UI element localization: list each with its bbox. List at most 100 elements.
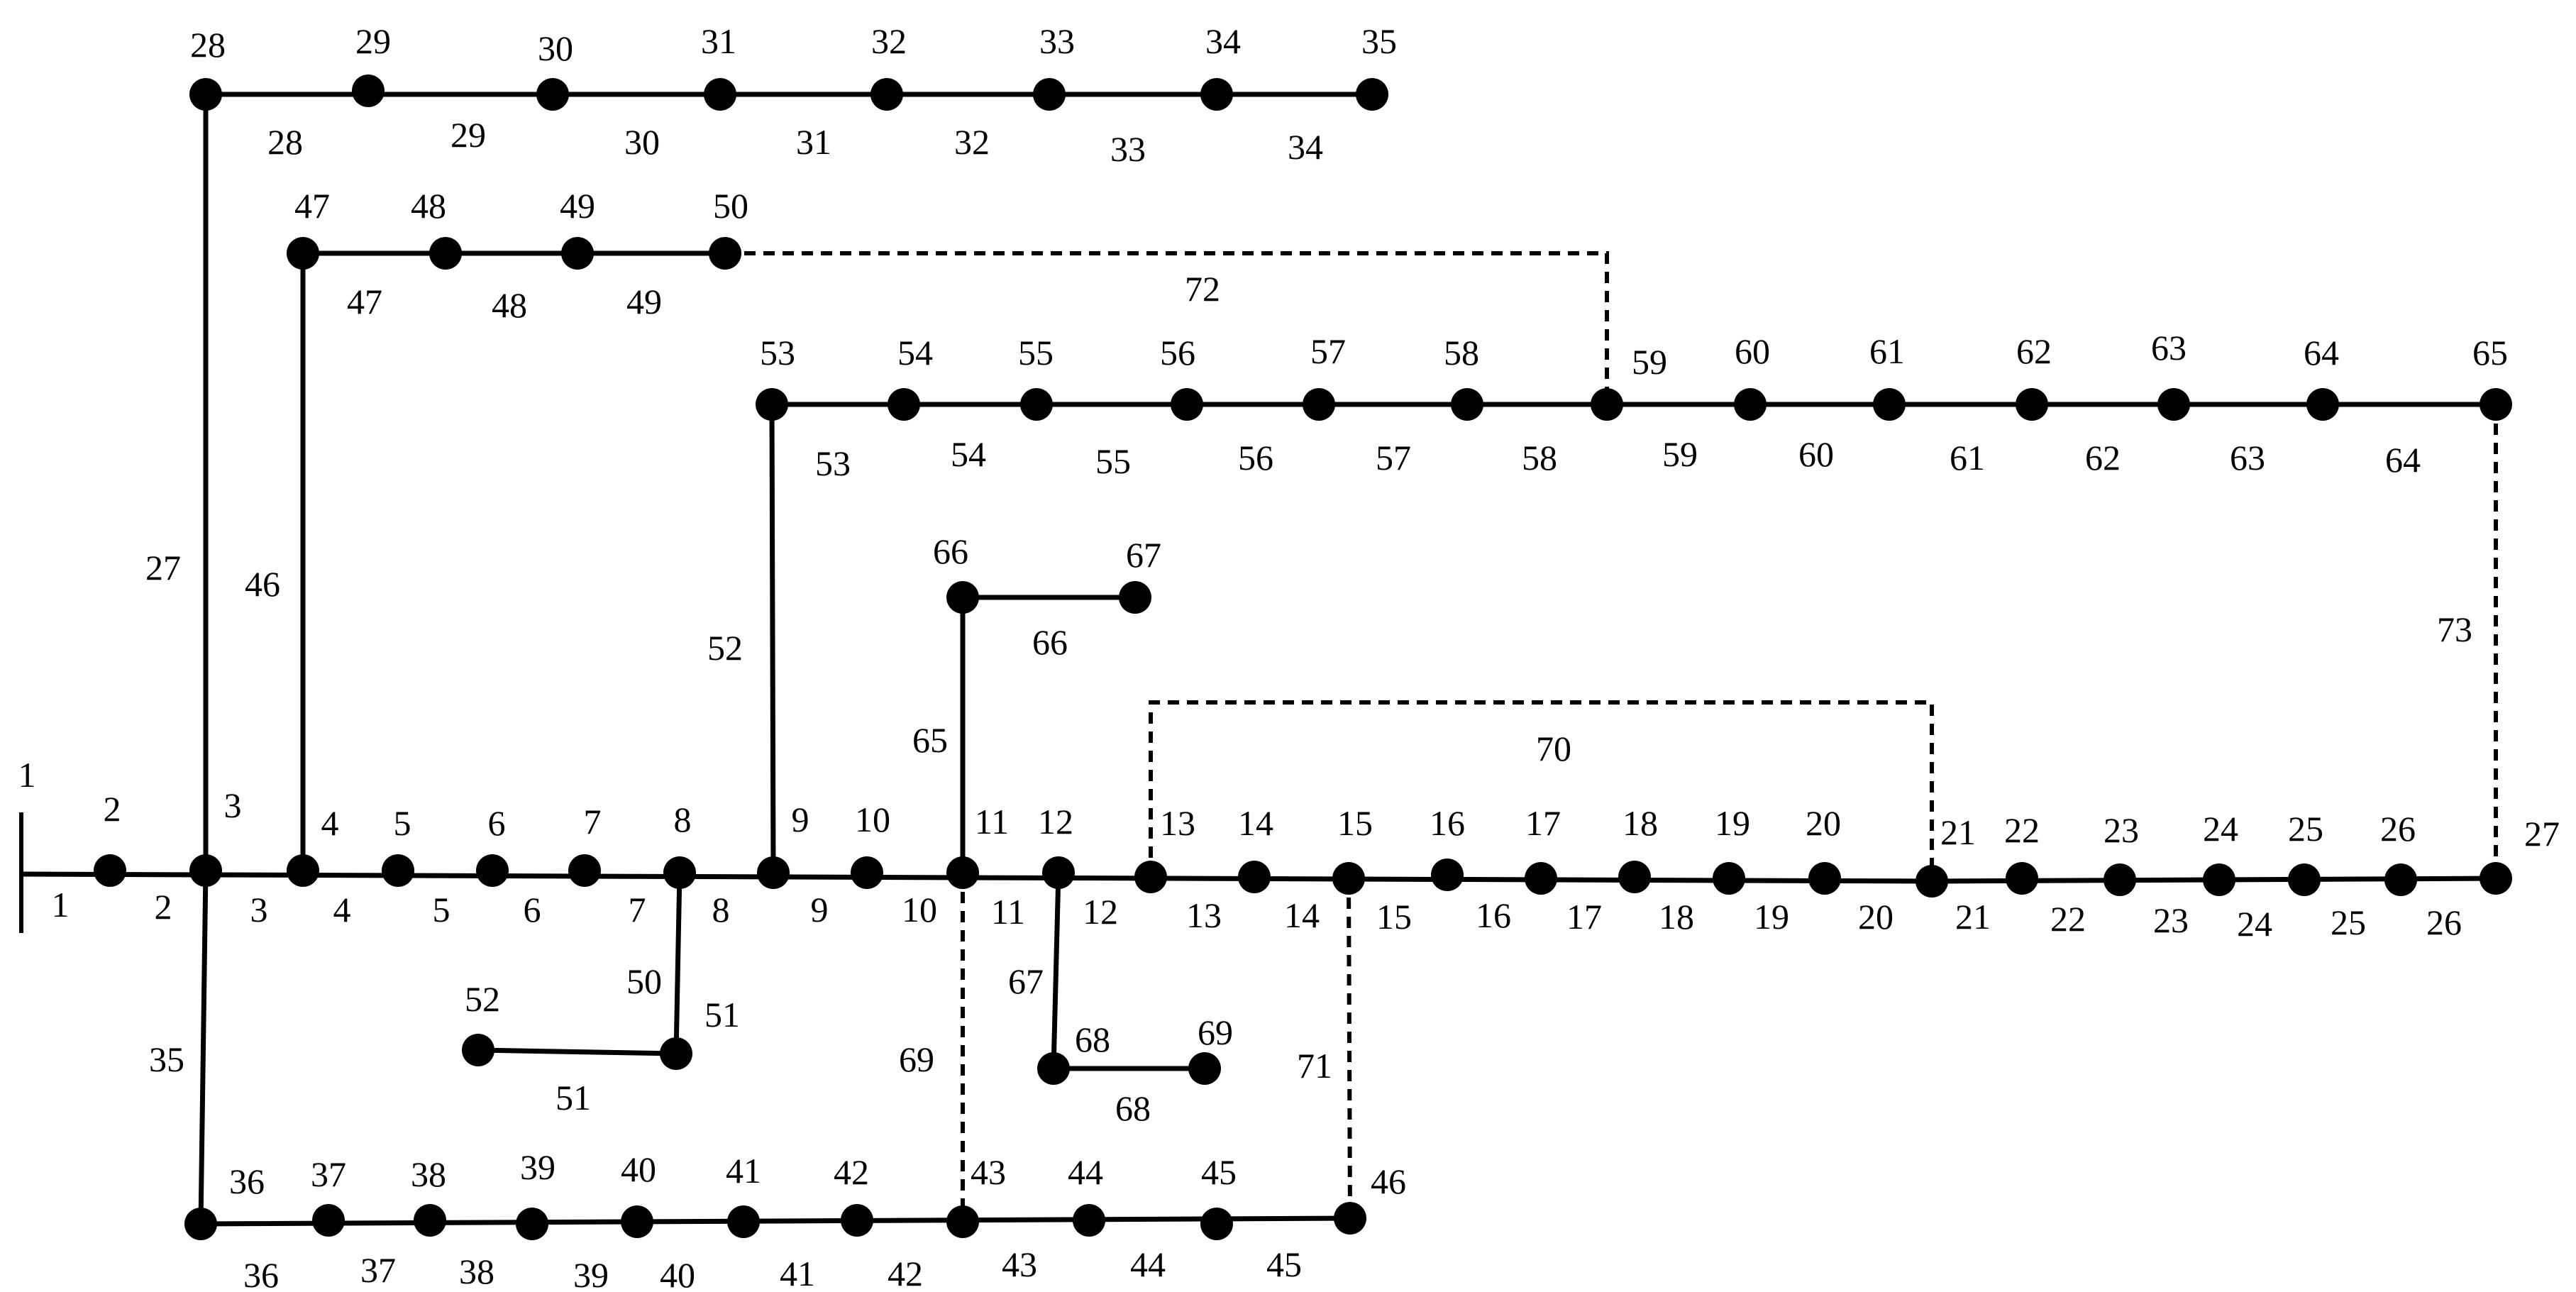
bus-node	[1200, 78, 1233, 111]
line-label: 3	[250, 890, 268, 929]
line-label: 10	[902, 890, 937, 929]
line-label: 13	[1186, 895, 1222, 935]
bus-node	[2288, 863, 2321, 896]
bus-node	[1808, 862, 1841, 895]
bus-node	[2384, 863, 2417, 896]
bus-label: 68	[1075, 1020, 1110, 1059]
bus-label: 19	[1715, 803, 1750, 843]
line-label: 8	[712, 890, 730, 929]
bus-label: 35	[1361, 21, 1397, 61]
bus-node	[2157, 388, 2190, 421]
bus-node	[462, 1034, 494, 1066]
bus-node	[727, 1205, 760, 1238]
line-label: 34	[1288, 127, 1323, 167]
bus-label: 59	[1632, 342, 1667, 382]
line-label: 59	[1662, 434, 1698, 474]
tie-line-label: 71	[1297, 1046, 1332, 1086]
bus-node	[1188, 1052, 1221, 1085]
bus-label: 14	[1238, 803, 1273, 843]
bus-label: 67	[1126, 535, 1161, 575]
bus-node	[382, 854, 414, 887]
bus-label: 44	[1068, 1152, 1103, 1192]
bus-label: 54	[897, 333, 933, 372]
tie-switch-line	[1347, 878, 1352, 1219]
line-label: 62	[2085, 438, 2121, 477]
line-label: 36	[243, 1255, 279, 1292]
bus-label: 42	[834, 1152, 869, 1192]
bus-label: 13	[1160, 803, 1195, 843]
line-label: 16	[1476, 895, 1511, 935]
bus-node	[946, 1205, 979, 1238]
line-label: 27	[145, 548, 181, 587]
bus-label: 63	[2151, 328, 2187, 368]
line-label: 7	[629, 890, 646, 929]
bus-label: 16	[1430, 803, 1465, 843]
bus-node	[352, 74, 385, 107]
tie-switch-line	[725, 251, 1609, 404]
bus-label: 45	[1201, 1152, 1237, 1192]
bus-label: 61	[1869, 331, 1905, 371]
line-label: 15	[1376, 897, 1412, 937]
bus-label: 6	[488, 803, 506, 843]
bus-label: 3	[224, 785, 242, 825]
tie-line-label: 69	[899, 1039, 934, 1079]
line-label: 42	[888, 1254, 923, 1292]
bus-label: 17	[1525, 803, 1561, 843]
bus-node	[1037, 1052, 1070, 1085]
line-label: 18	[1659, 897, 1694, 937]
bus-label: 64	[2304, 333, 2339, 372]
line-label: 4	[333, 890, 351, 929]
bus-node	[841, 1204, 873, 1237]
bus-label: 41	[726, 1151, 761, 1191]
line-label: 51	[555, 1078, 591, 1117]
bus-node	[1356, 78, 1388, 111]
bus-label: 21	[1940, 812, 1976, 852]
source-bus-label: 1	[18, 755, 36, 795]
bus-node	[757, 856, 790, 889]
line-label: 2	[155, 887, 172, 927]
bus-node	[1451, 388, 1483, 421]
bus-label: 8	[674, 800, 692, 839]
bus-node	[2480, 862, 2512, 895]
feeder-line-4	[300, 250, 725, 871]
bus-node	[2306, 388, 2339, 421]
bus-node	[184, 1208, 217, 1240]
bus-label: 36	[229, 1161, 265, 1201]
line-label: 19	[1754, 897, 1789, 937]
bus-label: 52	[465, 979, 500, 1019]
tie-line-label: 73	[2437, 609, 2472, 649]
bus-label: 38	[411, 1154, 446, 1194]
bus-node	[1303, 388, 1335, 421]
bus-node	[94, 854, 126, 887]
line-label: 6	[524, 890, 541, 929]
bus-label: 26	[2380, 809, 2416, 849]
line-label: 47	[347, 282, 382, 321]
bus-layer	[94, 74, 2512, 1240]
line-label: 60	[1798, 434, 1834, 474]
bus-label: 11	[975, 802, 1009, 841]
bus-label: 57	[1310, 331, 1346, 371]
bus-label: 55	[1018, 333, 1054, 372]
bus-node	[1591, 388, 1623, 421]
bus-label: 10	[855, 800, 890, 839]
line-label: 38	[459, 1252, 494, 1291]
bus-node	[2006, 862, 2038, 895]
line-label: 56	[1238, 438, 1273, 477]
line-label: 17	[1566, 897, 1602, 937]
bus-label: 23	[2104, 810, 2139, 850]
line-label: 66	[1032, 622, 1068, 662]
bus-label: 66	[933, 531, 968, 571]
bus-node	[1431, 858, 1464, 891]
line-label: 53	[815, 443, 851, 483]
line-label: 50	[626, 961, 662, 1001]
bus-label: 62	[2016, 331, 2052, 371]
line-label: 29	[450, 115, 486, 155]
bus-label: 53	[760, 333, 795, 372]
bus-label: 48	[411, 186, 446, 226]
bus-node	[1332, 862, 1365, 895]
line-label: 40	[660, 1255, 695, 1292]
bus-node	[1171, 388, 1203, 421]
bus-node	[704, 78, 736, 111]
